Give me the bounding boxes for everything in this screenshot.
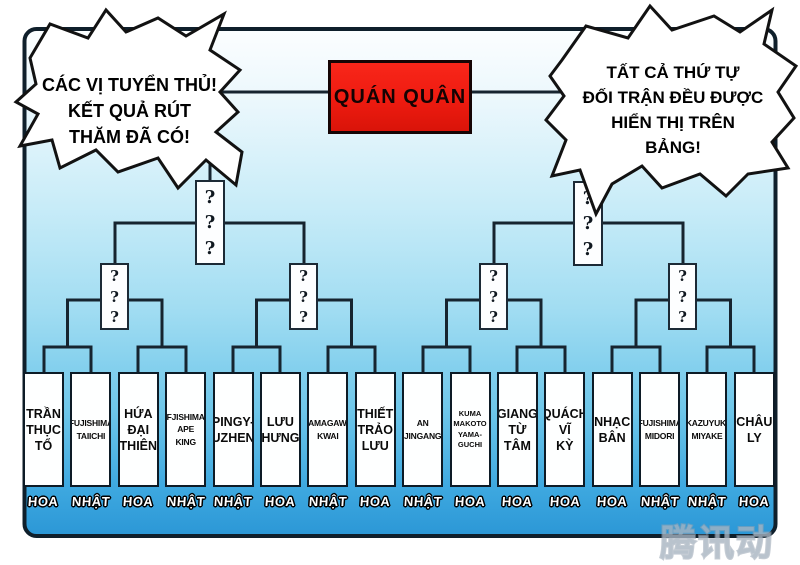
question-mark: ? [489, 287, 498, 306]
player-slot: QUÁCH VĨ KỲ HOA [544, 372, 586, 509]
player-name-box: NHẠC BÂN [591, 372, 633, 487]
question-mark: ? [582, 238, 594, 260]
speech-line: ĐỐI TRẬN ĐỀU ĐƯỢC [582, 88, 764, 107]
question-mark: ? [299, 287, 308, 306]
player-name-box: LƯU HƯNG [259, 372, 301, 487]
player-slot: HỨA ĐẠI THIÊN HOA [117, 372, 159, 509]
question-mark: ? [204, 186, 216, 208]
question-mark: ? [678, 267, 687, 286]
player-slot: TAMAGAWA KWAI NHẬT [307, 372, 349, 509]
player-slot: CHÂU LY HOA [733, 372, 775, 509]
semifinal-left-slot: ? ? ? [195, 180, 225, 265]
player-name-box: TAMAGAWA KWAI [307, 372, 349, 487]
player-slot: AN JINGANG NHẬT [402, 372, 444, 509]
question-mark: ? [489, 307, 498, 326]
player-slot: PINGY- UZHEN NHẬT [212, 372, 254, 509]
player-row: TRẦN THỤC TỔ HOA FUJISHIMA TAIICHI NHẬT … [23, 372, 775, 509]
question-mark: ? [110, 267, 119, 286]
player-slot: KAZUYUKI MIYAKE NHẬT [686, 372, 728, 509]
player-slot: LƯU HƯNG HOA [259, 372, 301, 509]
player-name-box: QUÁCH VĨ KỲ [544, 372, 586, 487]
question-mark: ? [110, 287, 119, 306]
player-name-box: KUMA MAKOTO YAMA- GUCHI [449, 372, 491, 487]
player-name-box: PINGY- UZHEN [212, 372, 254, 487]
player-name-box: TRẦN THỤC TỔ [23, 372, 64, 487]
quarterfinal-slot-3: ? ? ? [479, 263, 508, 330]
speech-text-right: TẤT CẢ THỨ TỰ ĐỐI TRẬN ĐỀU ĐƯỢC HIỂN THỊ… [568, 60, 778, 160]
question-mark: ? [299, 267, 308, 286]
quarterfinal-slot-2: ? ? ? [289, 263, 318, 330]
player-slot: NHẠC BÂN HOA [591, 372, 633, 509]
question-mark: ? [489, 267, 498, 286]
champion-box: QUÁN QUÂN [328, 60, 472, 134]
speech-line: TẤT CẢ THỨ TỰ [606, 63, 740, 82]
player-slot: FUJISHIMA TAIICHI NHẬT [70, 372, 112, 509]
question-mark: ? [204, 212, 216, 233]
speech-line: THĂM ĐÃ CÓ! [69, 127, 190, 147]
player-slot: KUMA MAKOTO YAMA- GUCHI HOA [449, 372, 491, 509]
speech-line: HIỂN THỊ TRÊN [611, 113, 735, 132]
speech-text-left: CÁC VỊ TUYỂN THỦ! KẾT QUẢ RÚT THĂM ĐÃ CÓ… [32, 72, 227, 150]
question-mark: ? [582, 213, 594, 234]
question-mark: ? [299, 307, 308, 326]
player-slot: FJISHIMA APE KING NHẬT [165, 372, 207, 509]
player-slot: TRẦN THỤC TỔ HOA [23, 372, 64, 509]
question-mark: ? [678, 307, 687, 326]
player-slot: THIẾT TRẢO LƯU HOA [354, 372, 396, 509]
player-name-box: THIẾT TRẢO LƯU [354, 372, 396, 487]
quarterfinal-slot-4: ? ? ? [668, 263, 697, 330]
question-mark: ? [582, 187, 594, 209]
speech-bubble-left [13, 7, 244, 191]
question-mark: ? [204, 237, 216, 259]
question-mark: ? [678, 287, 687, 306]
publisher-watermark: 腾讯动漫 [659, 521, 775, 564]
speech-bubble-right [544, 3, 799, 218]
player-name-box: HỨA ĐẠI THIÊN [117, 372, 159, 487]
player-name-box: KAZUYUKI MIYAKE [686, 372, 728, 487]
player-name-box: FUJISHIMA TAIICHI [70, 372, 112, 487]
player-name-box: GIANG TỪ TÂM [496, 372, 538, 487]
speech-line: KẾT QUẢ RÚT [68, 101, 191, 121]
question-mark: ? [110, 307, 119, 326]
quarterfinal-slot-1: ? ? ? [100, 263, 129, 330]
player-name-box: AN JINGANG [402, 372, 444, 487]
player-name-box: CHÂU LY [733, 372, 775, 487]
player-name-box: FJISHIMA APE KING [165, 372, 207, 487]
player-name-box: FUJISHIMA MIDORI [639, 372, 681, 487]
speech-line: CÁC VỊ TUYỂN THỦ! [42, 75, 217, 95]
player-slot: GIANG TỪ TÂM HOA [496, 372, 538, 509]
speech-line: BẢNG! [645, 138, 701, 157]
player-slot: FUJISHIMA MIDORI NHẬT [639, 372, 681, 509]
